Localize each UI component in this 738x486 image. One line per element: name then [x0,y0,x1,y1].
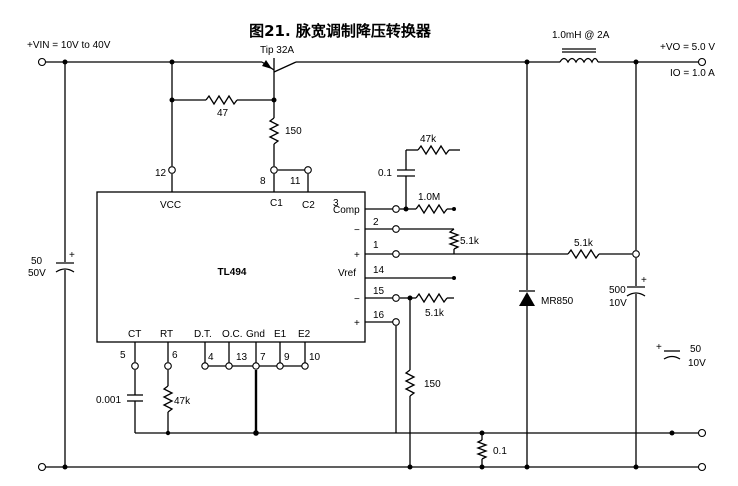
diode-label: MR850 [541,296,574,307]
gnd-terminal-left [37,462,47,472]
ground-bus-pins [201,342,309,436]
transistor-label: Tip 32A [260,45,294,56]
pin15-num: 15 [373,286,385,297]
ground-rail [37,462,707,472]
cin-value: 50 [31,256,43,267]
pin1-sign: + [354,250,360,261]
c500-polarity: + [641,275,647,286]
pin7-num: 7 [260,352,266,363]
cin-polarity: + [69,250,75,261]
pin14-num: 14 [373,265,385,276]
r47k-rt-label: 47k [174,396,191,407]
comp-pin-wiring [365,144,460,215]
c500-voltage: 10V [609,298,627,309]
pin12-num: 12 [155,168,167,179]
sense-resistor [476,433,488,470]
pin-ct: CT [128,329,141,340]
vin-label: +VIN = 10V to 40V [27,40,111,51]
diagram-title: 图21. 脉宽调制降压转换器 [249,22,432,40]
catch-diode [519,59,535,470]
pin2-num: 2 [373,217,379,228]
pin-dt: D.T. [194,329,212,340]
r1m-label: 1.0M [418,192,440,203]
input-rail [37,57,707,67]
output-return [669,428,707,438]
c01-label: 0.1 [378,168,392,179]
r51k-b-label: 5.1k [574,238,594,249]
vcc-wiring [168,59,277,192]
pin2-wiring [365,225,460,254]
pin10-num: 10 [309,352,321,363]
c50-value: 50 [690,344,702,355]
input-capacitor [55,59,75,470]
output-capacitor [626,59,646,470]
pin11-num: 11 [290,176,301,187]
rsense-label: 0.1 [493,446,507,457]
r150-top-label: 150 [285,126,302,137]
pin-e1: E1 [274,329,287,340]
pin-c1: C1 [270,198,283,209]
r51k-a-label: 5.1k [460,236,480,247]
pin16-wiring [365,318,400,433]
c50-polarity: + [656,342,662,353]
pin1-wiring [365,248,640,260]
pin9-num: 9 [284,352,290,363]
pin-c2: C2 [302,200,315,211]
r51k-c-label: 5.1k [425,308,445,319]
resistor-150-top [268,117,312,192]
pin5-num: 5 [120,350,126,361]
pin-gnd: Gnd [246,329,265,340]
vo-terminal [697,57,707,67]
pin15-wiring [365,292,454,470]
pin2-sign: − [354,225,360,236]
pin13-num: 13 [236,352,248,363]
pin15-sign: − [354,294,360,305]
vin-terminal [37,57,47,67]
c0001-label: 0.001 [96,395,121,406]
r47-label: 47 [217,108,229,119]
vref-wiring [365,276,456,280]
pin8-num: 8 [260,176,266,187]
pin-vref: Vref [338,268,356,279]
pin4-num: 4 [208,352,214,363]
pin-comp: Comp [333,205,360,216]
inductor [559,48,599,64]
pin3-num: 3 [333,198,339,209]
vo-label: +VO = 5.0 V [660,42,715,53]
c500-value: 500 [609,285,626,296]
bypass-capacitor [663,350,681,360]
pass-transistor [261,58,297,118]
pin-oc: O.C. [222,329,243,340]
pin-rt: RT [160,329,173,340]
pin6-num: 6 [172,350,178,361]
r150-bot-label: 150 [424,379,441,390]
pin-e2: E2 [298,329,311,340]
cin-voltage: 50V [28,268,46,279]
io-label: IO = 1.0 A [670,68,715,79]
r47k-fb-label: 47k [420,134,437,145]
pin16-num: 16 [373,310,385,321]
ct-rt-wiring [127,342,672,436]
pin16-sign: + [354,318,360,329]
c50-voltage: 10V [688,358,706,369]
tl494-ic [96,191,366,343]
gnd-terminal-right [697,462,707,472]
ic-name: TL494 [218,267,247,278]
pin1-num: 1 [373,240,379,251]
pin-vcc: VCC [160,200,181,211]
inductor-label: 1.0mH @ 2A [552,30,610,41]
